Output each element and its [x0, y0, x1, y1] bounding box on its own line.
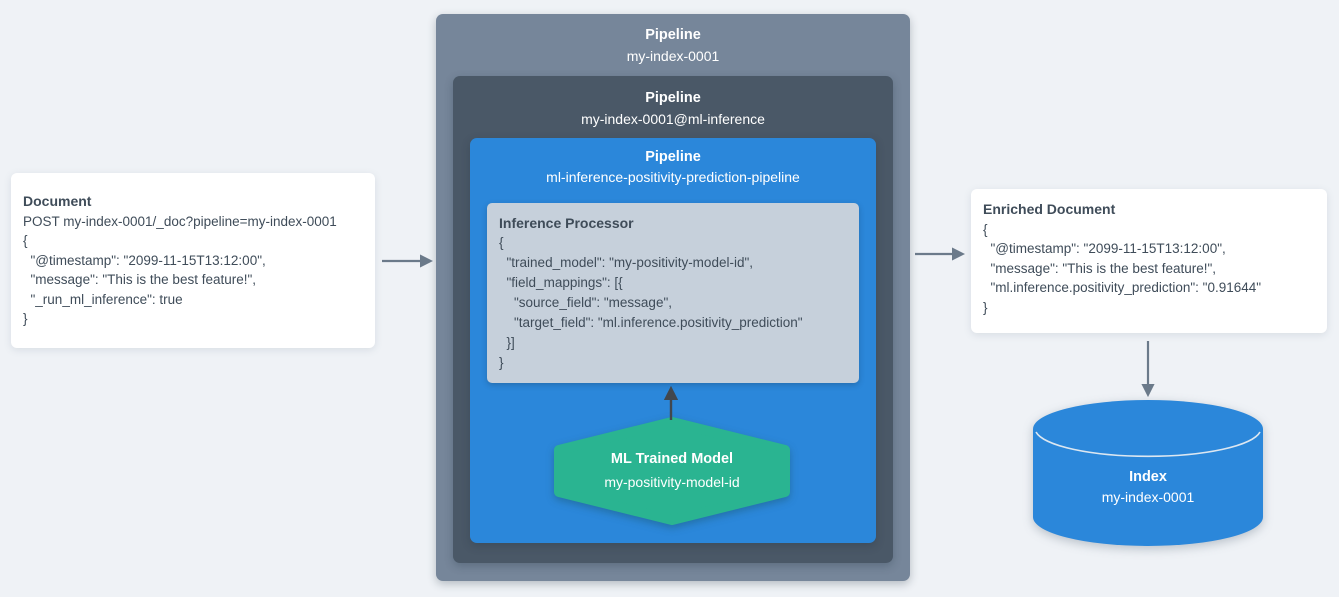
enriched-code-line: }	[983, 299, 988, 315]
processor-code-line: "trained_model": "my-positivity-model-id…	[499, 255, 754, 270]
processor-code-line: "target_field": "ml.inference.positivity…	[499, 315, 803, 330]
outer-pipeline-name: my-index-0001	[626, 48, 720, 64]
document-card-title: Document	[23, 193, 92, 209]
ml-inference-pipeline-header: Pipeline my-index-0001@ml-inference	[453, 76, 893, 130]
database-cylinder-icon	[1033, 400, 1263, 546]
enriched-code-line: "ml.inference.positivity_prediction": "0…	[983, 280, 1262, 295]
ml-trained-model-name: my-positivity-model-id	[604, 474, 740, 490]
ml-trained-model-labels: ML Trained Model my-positivity-model-id	[554, 417, 790, 525]
ml-inference-pipeline-name: my-index-0001@ml-inference	[581, 111, 765, 127]
prediction-pipeline-name: ml-inference-positivity-prediction-pipel…	[546, 169, 800, 185]
ml-inference-pipeline-title: Pipeline	[645, 90, 701, 106]
document-code-line: POST my-index-0001/_doc?pipeline=my-inde…	[23, 213, 337, 229]
ml-trained-model-hexagon: ML Trained Model my-positivity-model-id	[554, 417, 790, 525]
enriched-document-title: Enriched Document	[983, 201, 1116, 217]
hexagon-shape-icon	[554, 417, 790, 525]
prediction-pipeline-title: Pipeline	[645, 149, 701, 165]
outer-pipeline-title: Pipeline	[645, 27, 701, 43]
index-title: Index	[1129, 469, 1167, 485]
document-card: Document POST my-index-0001/_doc?pipelin…	[11, 173, 375, 348]
enriched-code-line: {	[983, 221, 988, 237]
index-cylinder: Index my-index-0001	[1033, 400, 1263, 546]
processor-code-line: "source_field": "message",	[499, 295, 672, 310]
index-labels: Index my-index-0001	[1033, 467, 1263, 507]
enriched-code-line: "@timestamp": "2099-11-15T13:12:00",	[983, 241, 1226, 256]
prediction-pipeline-box: Pipeline ml-inference-positivity-predict…	[470, 138, 876, 543]
index-name: my-index-0001	[1101, 489, 1195, 505]
document-code-line: "message": "This is the best feature!",	[23, 272, 257, 287]
enriched-code-line: "message": "This is the best feature!",	[983, 260, 1217, 276]
ml-trained-model-title: ML Trained Model	[610, 451, 734, 467]
prediction-pipeline-header: Pipeline ml-inference-positivity-predict…	[470, 138, 876, 187]
inference-processor-panel: Inference Processor { "trained_model": "…	[487, 203, 859, 383]
document-code-line: "_run_ml_inference": true	[23, 291, 183, 307]
outer-pipeline-header: Pipeline my-index-0001	[436, 14, 910, 67]
enriched-document-card: Enriched Document { "@timestamp": "2099-…	[971, 189, 1327, 333]
ml-inference-pipeline-box: Pipeline my-index-0001@ml-inference Pipe…	[453, 76, 893, 563]
document-code-line: {	[23, 233, 28, 248]
processor-code-line: {	[499, 235, 504, 250]
document-code-line: "@timestamp": "2099-11-15T13:12:00",	[23, 252, 266, 268]
processor-code-line: }]	[499, 335, 515, 350]
document-code-line: }	[23, 311, 28, 326]
processor-code-line: }	[499, 355, 504, 370]
inference-processor-title: Inference Processor	[499, 215, 634, 231]
processor-code-line: "field_mappings": [{	[499, 275, 623, 290]
outer-pipeline-box: Pipeline my-index-0001 Pipeline my-index…	[436, 14, 910, 581]
